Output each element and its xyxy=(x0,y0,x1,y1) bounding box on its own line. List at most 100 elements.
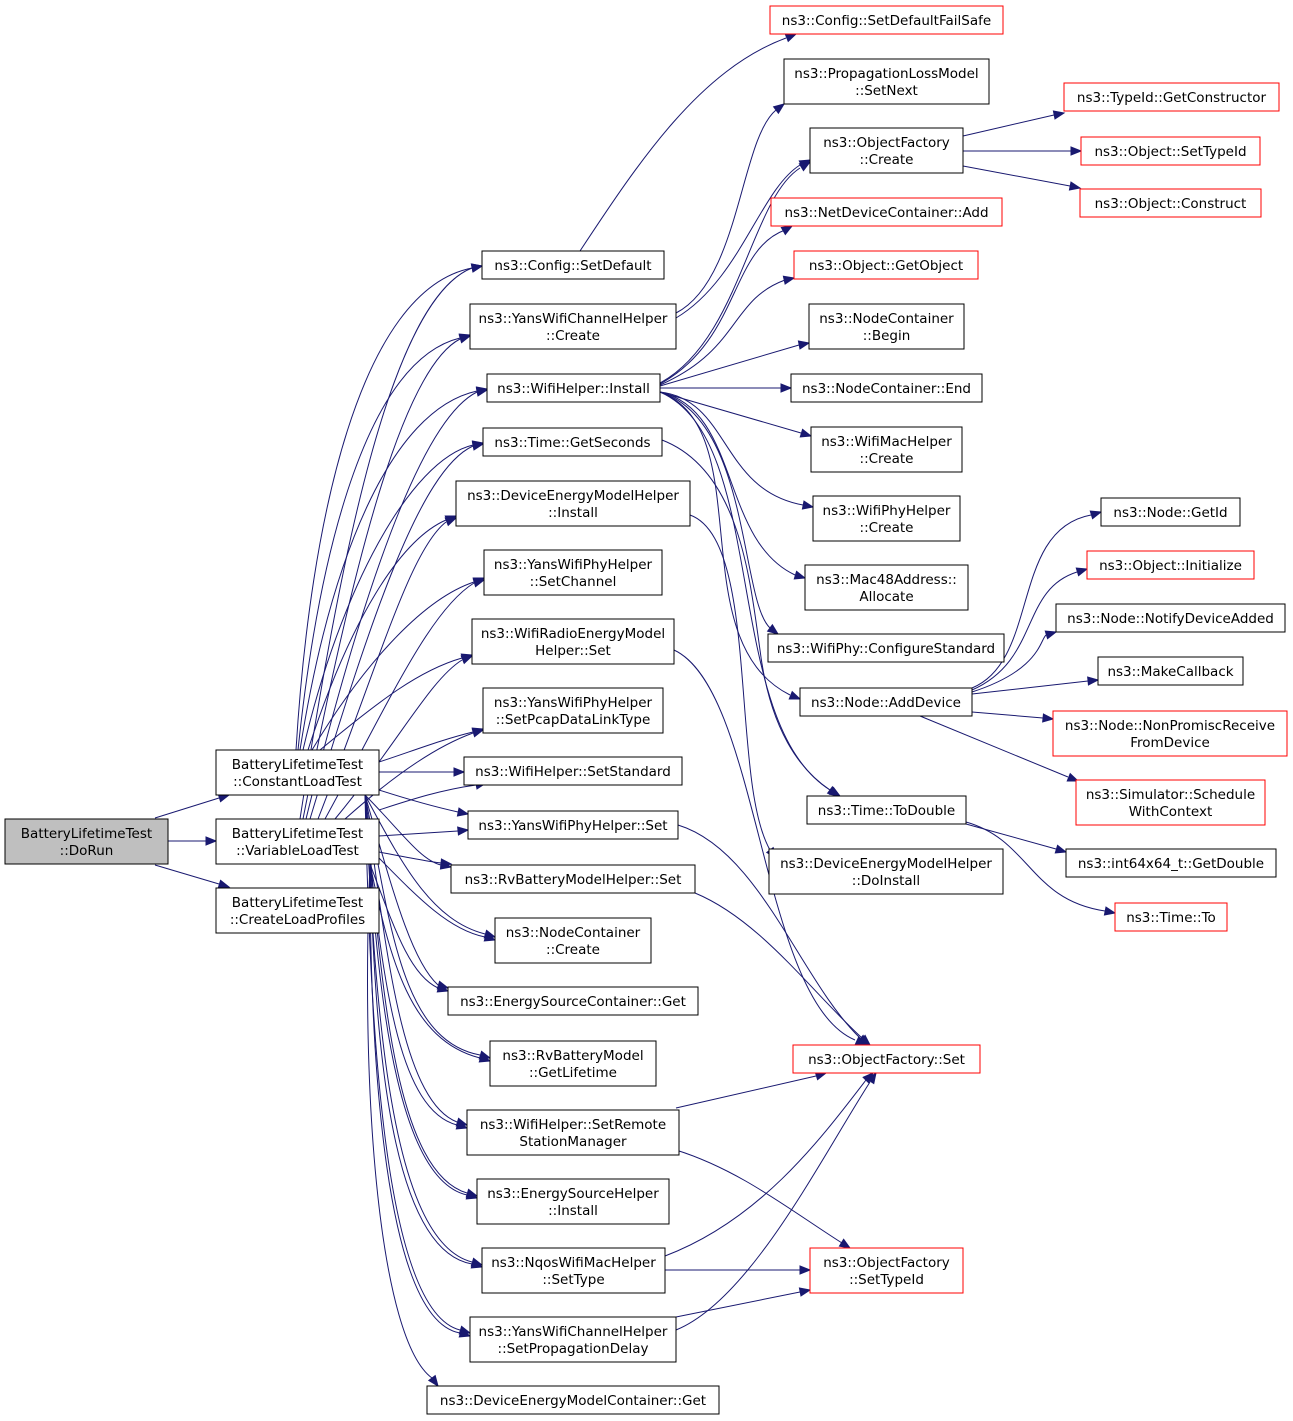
node-wifiinstall[interactable]: ns3::WifiHelper::Install xyxy=(486,373,661,403)
node-varload[interactable]: BatteryLifetimeTest::VariableLoadTest xyxy=(215,818,380,865)
edge-line xyxy=(659,279,786,386)
node-label: ns3::NodeContainer::End xyxy=(802,381,971,397)
node-objsettypeid[interactable]: ns3::Object::SetTypeId xyxy=(1080,136,1261,166)
edge-arrowhead xyxy=(440,858,453,868)
node-timegetsec[interactable]: ns3::Time::GetSeconds xyxy=(482,427,663,457)
node-label: ns3::YansWifiPhyHelper::Set xyxy=(478,818,667,834)
node-ndcadd[interactable]: ns3::NetDeviceContainer::Add xyxy=(770,197,1003,227)
node-yansphysetchan[interactable]: ns3::YansWifiPhyHelper::SetChannel xyxy=(483,549,663,596)
node-tidgetctor[interactable]: ns3::TypeId::GetConstructor xyxy=(1063,82,1280,112)
node-label: ns3::EnergySourceHelper xyxy=(487,1186,659,1202)
edge-line xyxy=(307,519,447,751)
node-i64getdouble[interactable]: ns3::int64x64_t::GetDouble xyxy=(1065,848,1277,878)
node-demhdoinstall[interactable]: ns3::DeviceEnergyModelHelper::DoInstall xyxy=(768,848,1004,895)
node-rvbgetlife[interactable]: ns3::RvBatteryModel::GetLifetime xyxy=(489,1040,657,1087)
node-wphcreate[interactable]: ns3::WifiPhyHelper::Create xyxy=(812,495,961,542)
edge-arrowhead xyxy=(866,1071,877,1085)
node-nqossettype[interactable]: ns3::NqosWifiMacHelper::SetType xyxy=(481,1247,666,1294)
node-box xyxy=(769,5,1004,35)
node-wmhcreate[interactable]: ns3::WifiMacHelper::Create xyxy=(810,426,963,473)
node-ofsettypeid[interactable]: ns3::ObjectFactory::SetTypeId xyxy=(809,1247,964,1294)
node-cfgsetdefault[interactable]: ns3::Config::SetDefault xyxy=(481,250,665,280)
node-label: ns3::DeviceEnergyModelHelper xyxy=(467,488,679,504)
node-label: StationManager xyxy=(519,1134,627,1150)
node-objgetobj[interactable]: ns3::Object::GetObject xyxy=(793,250,979,280)
node-yansphyset[interactable]: ns3::YansWifiPhyHelper::Set xyxy=(467,810,679,840)
edge-timetodouble-i64getdouble xyxy=(965,823,1068,854)
edge-line xyxy=(319,657,463,751)
node-ofset[interactable]: ns3::ObjectFactory::Set xyxy=(792,1044,981,1074)
node-demcget[interactable]: ns3::DeviceEnergyModelContainer::Get xyxy=(426,1385,720,1415)
node-box xyxy=(215,887,380,934)
node-ncbegin[interactable]: ns3::NodeContainer::Begin xyxy=(808,303,965,350)
node-label: ns3::Node::NonPromiscReceive xyxy=(1065,718,1275,734)
node-box xyxy=(489,1040,657,1087)
node-label: ns3::Time::GetSeconds xyxy=(494,435,650,451)
edge-line xyxy=(675,1291,801,1318)
node-timeto[interactable]: ns3::Time::To xyxy=(1114,902,1228,932)
edge-arrowhead xyxy=(1052,110,1066,120)
edge-line xyxy=(661,439,831,791)
edge-line xyxy=(311,581,475,751)
node-yansphypcap[interactable]: ns3::YansWifiPhyHelper::SetPcapDataLinkT… xyxy=(482,687,664,734)
edge-line xyxy=(659,391,831,791)
edge-arrowhead xyxy=(458,1328,472,1338)
edge-line xyxy=(367,863,433,1379)
node-label: ::SetPropagationDelay xyxy=(498,1341,649,1357)
node-mac48alloc[interactable]: ns3::Mac48Address::Allocate xyxy=(804,564,969,611)
node-objinit[interactable]: ns3::Object::Initialize xyxy=(1086,550,1255,580)
node-escget[interactable]: ns3::EnergySourceContainer::Get xyxy=(447,986,699,1016)
node-ncend[interactable]: ns3::NodeContainer::End xyxy=(790,373,983,403)
node-cfgfailsafe[interactable]: ns3::Config::SetDefaultFailSafe xyxy=(769,5,1004,35)
node-nodenotify[interactable]: ns3::Node::NotifyDeviceAdded xyxy=(1055,603,1286,633)
node-createprof[interactable]: BatteryLifetimeTest::CreateLoadProfiles xyxy=(215,887,380,934)
edge-line xyxy=(154,797,220,819)
node-label: ns3::WifiHelper::Install xyxy=(497,381,650,397)
edge-varload-cfgsetdefault xyxy=(299,263,484,820)
edge-line xyxy=(675,109,777,314)
node-label: ns3::YansWifiPhyHelper xyxy=(494,557,653,573)
edge-arrowhead xyxy=(782,275,796,285)
edge-nodeadddev-objinit xyxy=(971,567,1089,691)
node-box xyxy=(1075,779,1266,826)
edge-yanschancreate-plmsetnext xyxy=(675,103,786,314)
edge-yanschancreate-ofcreate xyxy=(675,159,812,319)
node-label: ns3::WifiPhyHelper xyxy=(823,503,951,519)
node-wphyconfstd[interactable]: ns3::WifiPhy::ConfigureStandard xyxy=(767,633,1005,663)
node-plmsetnext[interactable]: ns3::PropagationLossModel::SetNext xyxy=(783,58,990,105)
edge-timegetsec-timetodouble xyxy=(661,439,842,797)
node-yanssetprop[interactable]: ns3::YansWifiChannelHelper::SetPropagati… xyxy=(469,1316,677,1363)
edge-varload-escget xyxy=(369,863,450,993)
node-label: ::Install xyxy=(548,505,598,521)
node-label: ns3::WifiRadioEnergyModel xyxy=(481,626,665,642)
node-timetodouble[interactable]: ns3::Time::ToDouble xyxy=(806,795,967,825)
node-nodegetid[interactable]: ns3::Node::GetId xyxy=(1100,497,1241,527)
node-nodeadddev[interactable]: ns3::Node::AddDevice xyxy=(799,687,973,717)
node-yanschancreate[interactable]: ns3::YansWifiChannelHelper::Create xyxy=(469,303,677,350)
node-box xyxy=(215,749,380,796)
edge-line xyxy=(378,851,442,864)
node-ofcreate[interactable]: ns3::ObjectFactory::Create xyxy=(809,127,964,174)
node-demhinstall[interactable]: ns3::DeviceEnergyModelHelper::Install xyxy=(455,480,691,527)
node-dorun[interactable]: BatteryLifetimeTest::DoRun xyxy=(4,818,169,865)
edge-wifisetrsm-ofsettypeid xyxy=(675,1149,852,1249)
node-label: ns3::Node::AddDevice xyxy=(811,695,961,711)
edge-line xyxy=(378,784,477,811)
node-box xyxy=(809,1247,964,1294)
node-box xyxy=(792,1044,981,1074)
node-eshinstall[interactable]: ns3::EnergySourceHelper::Install xyxy=(476,1178,670,1225)
edge-line xyxy=(659,344,800,387)
edge-line xyxy=(971,711,1044,719)
node-label: Allocate xyxy=(859,589,913,605)
node-rvbmhset[interactable]: ns3::RvBatteryModelHelper::Set xyxy=(450,864,696,894)
node-makecb[interactable]: ns3::MakeCallback xyxy=(1097,656,1244,686)
node-box xyxy=(486,373,661,403)
node-objconstruct[interactable]: ns3::Object::Construct xyxy=(1079,188,1262,218)
node-constload[interactable]: BatteryLifetimeTest::ConstantLoadTest xyxy=(215,749,380,796)
node-wifisetstd[interactable]: ns3::WifiHelper::SetStandard xyxy=(463,756,683,786)
node-nccreate[interactable]: ns3::NodeContainer::Create xyxy=(494,917,652,964)
